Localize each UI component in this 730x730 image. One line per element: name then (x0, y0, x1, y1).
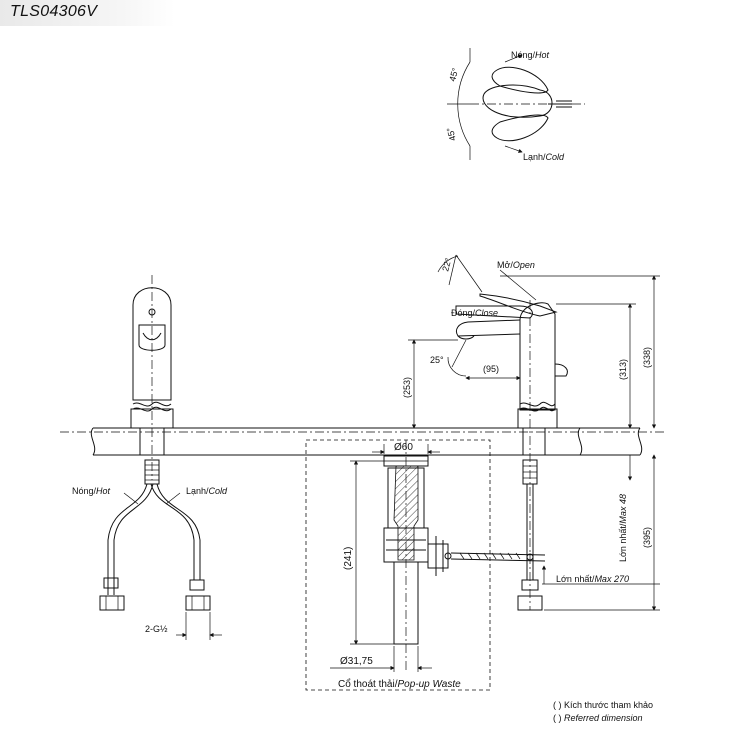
waste-frame (305, 439, 491, 691)
waste-caption: Cổ thoát thải/Pop-up Waste (338, 678, 461, 690)
hot-hose (107, 483, 148, 595)
handle-open-outline (479, 293, 558, 317)
popup-waste-view: Ø60 (241) Ø31,75 Cổ thoát thải/Pop-up Wa… (305, 439, 546, 691)
top-view: 45° 45° Nóng/Hot Lạnh/Cold (445, 48, 585, 162)
hot-fitting (99, 595, 125, 611)
angle-close-text: 25° (430, 355, 444, 365)
dim-253-text: (253) (402, 377, 412, 398)
side-body-outline (519, 302, 556, 411)
dim-338-text: (338) (642, 347, 652, 368)
countertop (60, 427, 665, 456)
angle-hot-text: 45° (447, 66, 460, 82)
cold-fitting (185, 595, 211, 611)
front-cold-label: Lạnh/Cold (186, 486, 228, 496)
max-48-label: Lớn nhất/Max 48 (618, 494, 628, 562)
side-open-label: Mở/Open (497, 260, 535, 270)
handle-close-outline (455, 305, 533, 319)
top-hot-label: Nóng/Hot (511, 50, 550, 60)
waste-rod (450, 552, 546, 556)
dim-313-text: (313) (618, 359, 628, 380)
note-english: ( ) Referred dimension (553, 713, 643, 723)
model-title-banner: TLS04306V (0, 0, 175, 26)
top-cold-label: Lạnh/Cold (523, 152, 565, 162)
note-vietnamese: ( ) Kích thước tham khảo (553, 700, 653, 710)
notes: ( ) Kích thước tham khảo ( ) Referred di… (553, 700, 653, 723)
handle-cold-outline (491, 114, 549, 142)
front-body-outline (132, 287, 172, 401)
handle-center-outline (482, 84, 553, 118)
handle-hot-outline (491, 66, 549, 94)
dia-3175-text: Ø31,75 (340, 656, 373, 667)
dim-95-text: (95) (483, 364, 499, 374)
front-view: Nóng/Hot Lạnh/Cold 2-G½ (72, 275, 228, 640)
front-hot-label: Nóng/Hot (72, 486, 111, 496)
side-view: 22° Mở/Open Đóng/Close 25° (95) (253) (3… (402, 254, 660, 611)
waste-tailpiece (393, 561, 419, 645)
waste-body-hatch (393, 465, 419, 561)
dim-395-text: (395) (642, 527, 652, 548)
max-270-label: Lớn nhất/Max 270 (556, 574, 629, 584)
dim-241-text: (241) (343, 547, 354, 570)
model-number: TLS04306V (10, 3, 98, 20)
side-close-label: Đóng/Close (451, 308, 498, 318)
dia-60-text: Ø60 (394, 442, 413, 453)
front-mounting-stud (144, 459, 160, 485)
thread-size: 2-G½ (145, 624, 168, 634)
side-fitting (517, 595, 543, 611)
angle-open-text: 22° (440, 256, 453, 272)
cold-hose (150, 483, 195, 580)
angle-cold-text: 45° (445, 126, 458, 142)
